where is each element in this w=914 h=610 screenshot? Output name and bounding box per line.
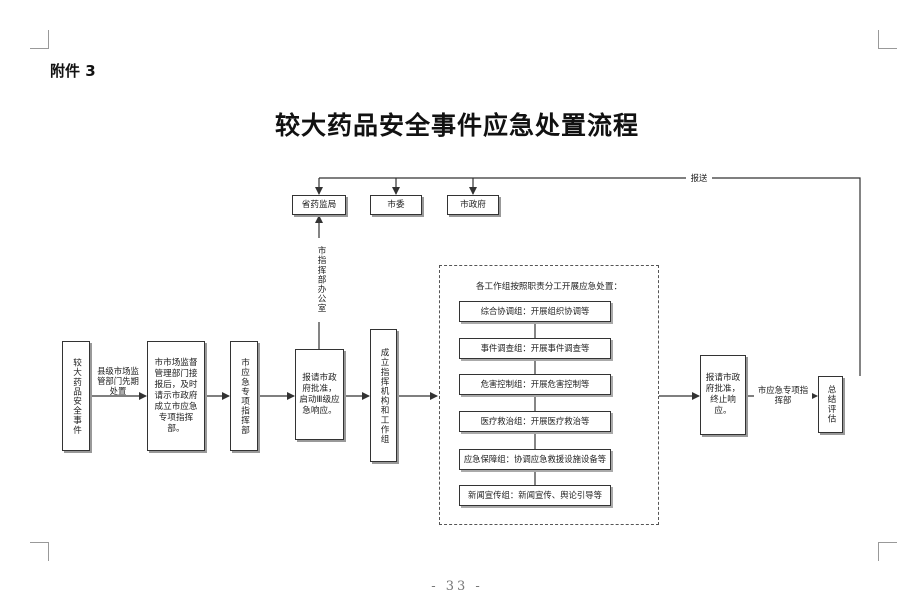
report-loop-line bbox=[319, 177, 861, 376]
command-hq-box: 市应急专项指挥部 bbox=[230, 341, 258, 451]
summary-box: 总结评估 bbox=[818, 376, 843, 433]
crop-mark-bottom-left bbox=[30, 542, 49, 561]
gov-approve-end-box: 报请市政府批准，终止响应。 bbox=[700, 355, 746, 435]
form-groups-box: 成立指挥机构和工作组 bbox=[370, 329, 397, 462]
crop-mark-top-left bbox=[30, 30, 49, 49]
work-group-item: 综合协调组：开展组织协调等 bbox=[459, 301, 611, 322]
work-group-item: 应急保障组：协调应急救援设施设备等 bbox=[459, 449, 611, 470]
page-number: - 33 - bbox=[431, 579, 483, 594]
crop-mark-bottom-right bbox=[878, 542, 897, 561]
work-group-item: 医疗救治组：开展医疗救治等 bbox=[459, 411, 611, 432]
market-dept-text: 市市场监督管理部门接报后，及时请示市政府成立市应急专项指挥部。 bbox=[154, 357, 198, 434]
city-committee-box: 市委 bbox=[370, 195, 422, 215]
county-label: 县级市场监管部门先期处置 bbox=[97, 366, 139, 396]
work-groups-header: 各工作组按照职责分工开展应急处置： bbox=[475, 282, 623, 292]
gov-approve-start-box: 报请市政府批准，启动Ⅲ级应急响应。 bbox=[295, 349, 344, 440]
work-group-item: 事件调查组：开展事件调查等 bbox=[459, 338, 611, 359]
market-dept-box: 市市场监督管理部门接报后，及时请示市政府成立市应急专项指挥部。 bbox=[147, 341, 205, 451]
crop-mark-top-right bbox=[878, 30, 897, 49]
hq-after-label: 市应急专项指挥部 bbox=[754, 385, 812, 405]
gov-approve-end-text: 报请市政府批准，终止响应。 bbox=[705, 373, 741, 416]
report-label: 报送 bbox=[686, 173, 712, 183]
incident-box: 较大药品安全事件 bbox=[62, 341, 90, 451]
drug-admin-box: 省药监局 bbox=[292, 195, 346, 215]
hq-office-label: 市指挥部办公室 bbox=[312, 238, 326, 322]
city-government-box: 市政府 bbox=[447, 195, 499, 215]
gov-approve-start-text: 报请市政府批准，启动Ⅲ级应急响应。 bbox=[299, 372, 340, 416]
work-groups-container bbox=[439, 265, 659, 525]
work-group-item: 危害控制组：开展危害控制等 bbox=[459, 374, 611, 395]
page-title: 较大药品安全事件应急处置流程 bbox=[274, 111, 639, 140]
attachment-label: 附件 3 bbox=[50, 62, 96, 80]
work-group-item: 新闻宣传组：新闻宣传、舆论引导等 bbox=[459, 485, 611, 506]
